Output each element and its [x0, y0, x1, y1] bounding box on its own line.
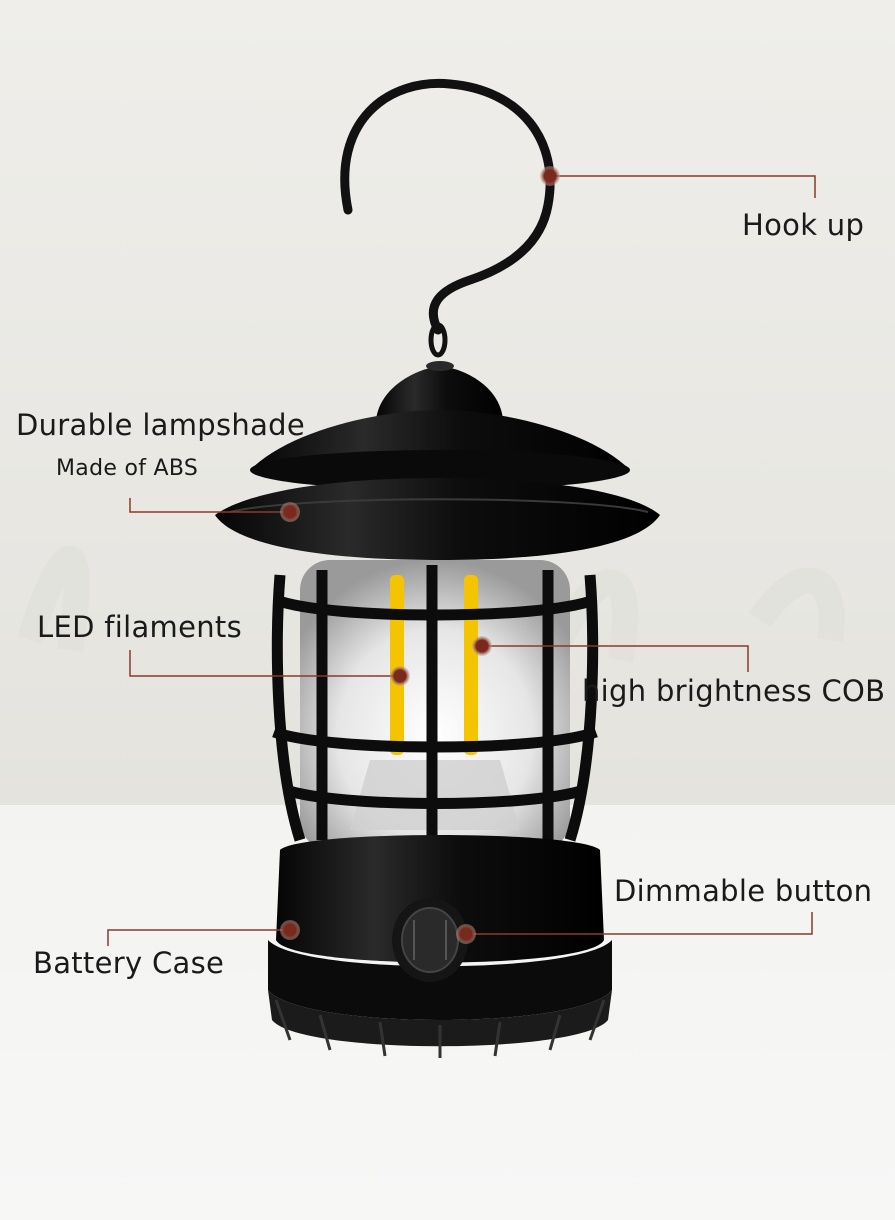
callout-dot-hook [540, 166, 560, 186]
callout-line-lampshade [129, 498, 290, 513]
label-dimmable-button: Dimmable button [614, 874, 873, 908]
label-led-filaments: LED filaments [37, 610, 242, 644]
callout-line-dimmer [466, 912, 813, 935]
callout-dot-battery [280, 920, 300, 940]
callout-line-hook [550, 175, 816, 198]
lantern-top-cap [376, 361, 503, 420]
label-battery-case: Battery Case [33, 946, 225, 980]
led-filament-right [464, 575, 478, 755]
watermark [17, 545, 845, 663]
led-filament-left [390, 575, 404, 755]
callout-dot-dimmer [456, 924, 476, 944]
label-high-brightness-cob: high brightness COB [582, 674, 886, 708]
label-hook-up: Hook up [742, 208, 865, 242]
hook [340, 78, 555, 358]
callout-dot-lampshade [280, 502, 300, 522]
label-lampshade-material: Made of ABS [56, 456, 199, 481]
lantern-cage [271, 565, 599, 870]
callout-line-battery [107, 929, 290, 946]
callout-line-led [129, 650, 400, 677]
callout-lines [107, 175, 816, 946]
callout-dots [280, 166, 560, 944]
dimmer-knob [392, 898, 468, 982]
label-durable-lampshade: Durable lampshade [16, 408, 306, 442]
callout-line-cob [482, 645, 749, 672]
lampshade [215, 410, 660, 560]
callout-dot-led [390, 666, 410, 686]
callout-dot-cob [472, 636, 492, 656]
